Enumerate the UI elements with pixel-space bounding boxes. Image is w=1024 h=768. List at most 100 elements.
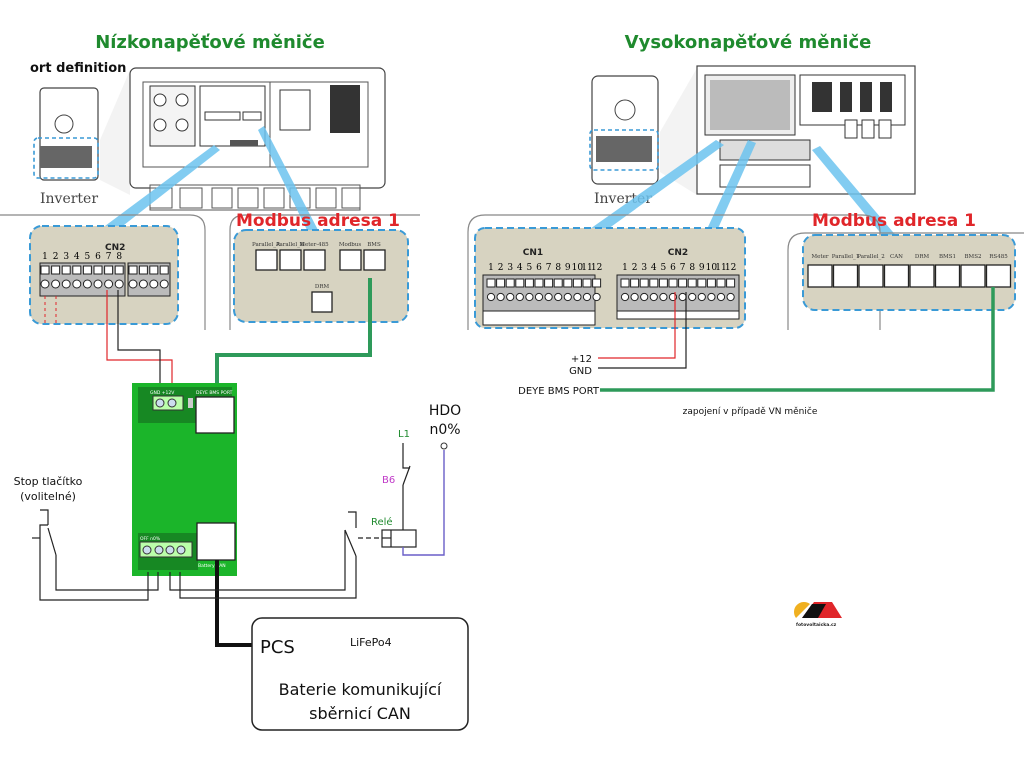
gnd-label: GND — [569, 366, 592, 377]
pin-number: 1 — [488, 263, 494, 273]
pin-number: 12 — [591, 263, 602, 273]
right-cn1-label: CN1 — [523, 248, 543, 258]
plus12-wire — [598, 292, 676, 359]
terminal-hole — [486, 292, 496, 302]
pin-number: 11 — [715, 263, 726, 273]
rj45-port — [934, 264, 961, 288]
cn2-pin-number: 4 — [74, 252, 80, 262]
terminal-screw — [524, 278, 534, 288]
hdo-state: n0% — [429, 422, 460, 438]
rj45-port — [960, 264, 986, 288]
left-bms-wire — [215, 278, 372, 386]
battery-line1: Baterie komunikující — [279, 680, 442, 699]
terminal-hole — [716, 292, 726, 302]
terminal-screw — [82, 265, 92, 275]
rj45-port — [807, 264, 833, 288]
terminal-screw — [658, 278, 668, 288]
terminal-hole — [573, 292, 582, 302]
left-modbus-address: Modbus adresa 1 — [236, 211, 400, 231]
bms-adapter-board: GND +12V DEYE BMS PORT OFF n0% Battery C… — [132, 383, 237, 576]
terminal-hole — [707, 292, 716, 302]
terminal-screw — [486, 278, 496, 288]
terminal-screw — [639, 278, 649, 288]
callout-beam — [812, 146, 898, 242]
plus12-label: +12 — [571, 354, 592, 365]
left-plus12-wire — [106, 290, 173, 396]
terminal-screw — [697, 278, 707, 288]
terminal-hole — [554, 292, 563, 302]
terminal-hole — [128, 279, 138, 289]
b6-label: B6 — [382, 475, 395, 486]
terminal-screw — [104, 265, 114, 275]
port-label: Parallel_B — [276, 242, 304, 248]
stop-button-label: Stop tlačítko — [14, 475, 83, 488]
terminal-screw — [61, 265, 71, 275]
rj45-port — [279, 249, 302, 271]
terminal-hole — [149, 279, 159, 289]
rj45-port — [883, 264, 910, 288]
pin-number: 4 — [517, 263, 523, 273]
board-bottom-terminal-label: OFF n0% — [140, 536, 161, 542]
terminal-screw — [630, 278, 640, 288]
terminal-screw — [40, 265, 50, 275]
callout-beam — [105, 145, 220, 232]
stop-switch-wiring — [32, 443, 417, 601]
terminal-hole — [40, 279, 50, 289]
board-bms-port — [195, 396, 235, 434]
cn2-pin-number: 8 — [116, 252, 122, 262]
hdo-wire — [402, 450, 445, 556]
pin-number: 3 — [507, 263, 513, 273]
cn2-pin-number: 5 — [85, 252, 91, 262]
terminal-screw — [114, 265, 124, 275]
terminal-hole — [563, 292, 572, 302]
pin-number: 12 — [725, 263, 736, 273]
port-label: BMS — [367, 242, 381, 248]
pin-number: 9 — [699, 263, 705, 273]
pin-number: 8 — [689, 263, 695, 273]
terminal-hole — [104, 279, 114, 289]
terminal-screw — [51, 265, 61, 275]
battery-box: PCS LiFePo4 Baterie komunikující sběrnic… — [251, 617, 469, 731]
rj45-port — [303, 249, 326, 271]
pin-number: 5 — [527, 263, 533, 273]
terminal-screw — [687, 278, 697, 288]
terminal-screw — [668, 278, 678, 288]
pin-number: 9 — [565, 263, 571, 273]
board-can-port — [196, 522, 236, 561]
pin-number: 11 — [581, 263, 592, 273]
terminal-screw — [649, 278, 659, 288]
pin-number: 3 — [641, 263, 647, 273]
gnd-wire — [598, 292, 687, 369]
rj45-port — [909, 264, 935, 288]
terminal-hole — [649, 292, 658, 302]
hdo-terminal — [440, 442, 448, 450]
terminal-screw — [553, 278, 563, 288]
can-wire — [215, 560, 256, 647]
board-top-terminal-label: GND +12V — [150, 390, 175, 396]
terminal-hole — [688, 292, 697, 302]
port-label: DRM — [915, 254, 930, 260]
pin-number: 8 — [555, 263, 561, 273]
left-cn2-label: CN2 — [105, 243, 125, 253]
port-label: Parallel_A — [252, 242, 281, 248]
terminal-screw — [706, 278, 716, 288]
terminal-screw — [563, 278, 573, 288]
pin-number: 2 — [498, 263, 504, 273]
port-label: Meter — [812, 254, 829, 260]
pin-number: 10 — [572, 263, 584, 273]
port-label: Modbus — [339, 242, 362, 248]
terminal-hole — [582, 292, 592, 302]
pcs-label: PCS — [260, 637, 295, 658]
relay-label: Relé — [371, 516, 393, 528]
battery-chemistry: LiFePo4 — [350, 636, 392, 649]
terminal-hole — [678, 292, 687, 302]
cn2-pin-number: 3 — [63, 252, 69, 262]
port-definition-heading: ort definition — [30, 61, 126, 76]
terminal-hole — [630, 292, 639, 302]
rj45-port — [255, 249, 278, 271]
rj45-port — [339, 249, 362, 271]
port-label: BMS1 — [939, 254, 956, 260]
